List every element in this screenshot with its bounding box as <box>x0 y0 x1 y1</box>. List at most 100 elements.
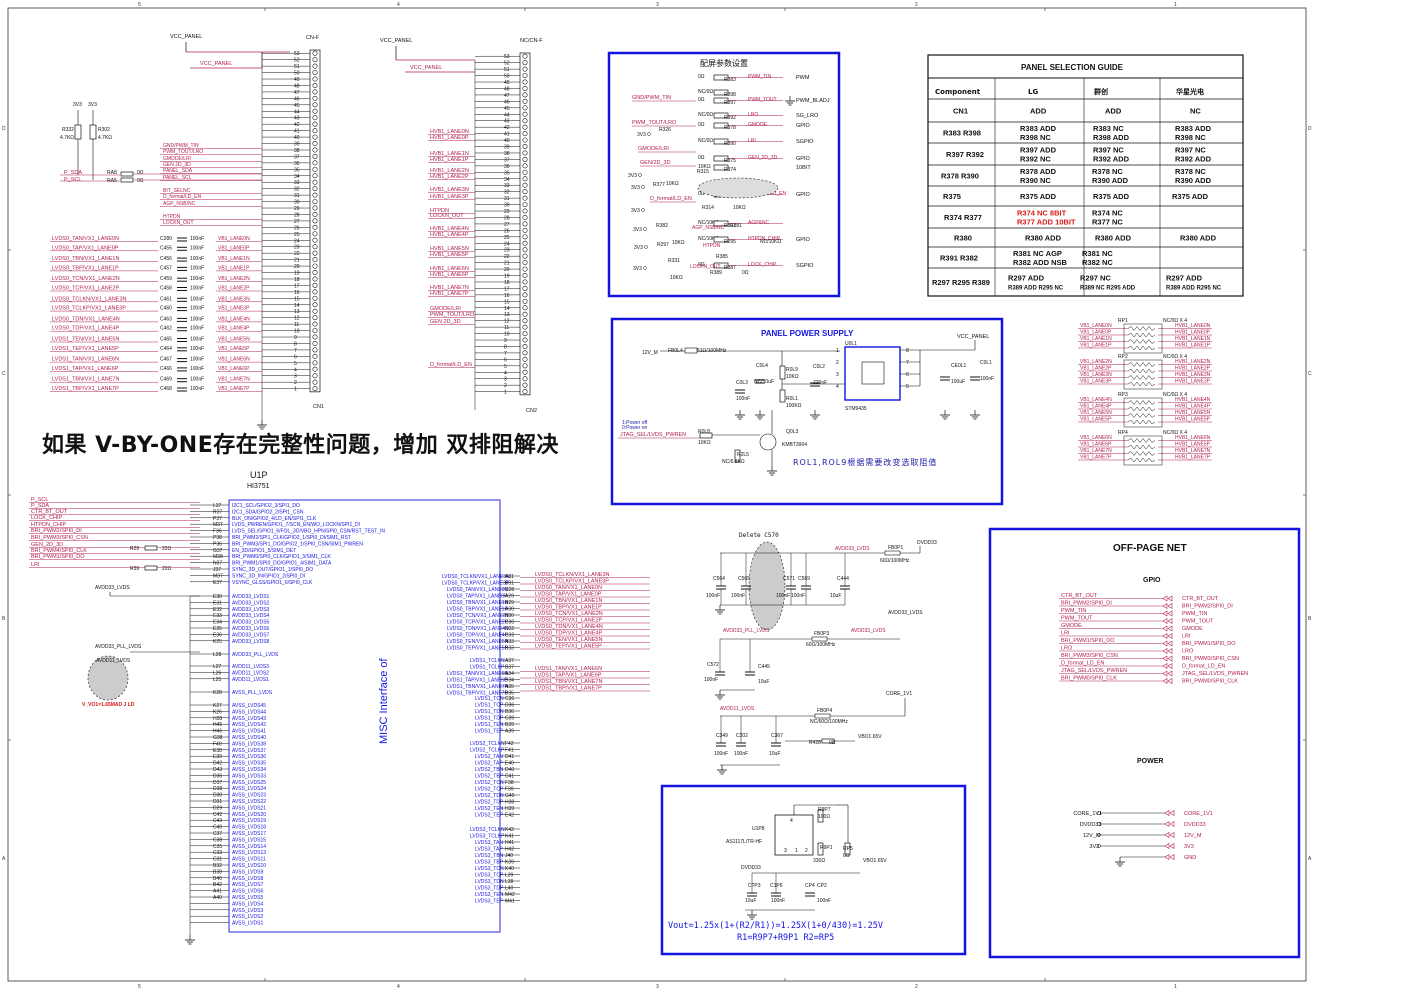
net-label: HVB1_LANE3N <box>1175 372 1211 378</box>
ic-side-title: MISC Interface of <box>378 657 390 744</box>
pin-label: AVDD33_LVDS7 <box>232 632 270 638</box>
ref: R374 <box>724 167 736 173</box>
pin-label: AVSS_LVDS8 <box>232 876 263 882</box>
pin-number: B38 <box>213 869 222 875</box>
net-label: VB1_LANE2P <box>1080 366 1112 372</box>
ref: C459 <box>160 276 172 282</box>
resistor-pack-body <box>1123 359 1163 390</box>
net-label: BRI_PWM3/SPI0_CSN <box>1061 653 1118 659</box>
frame-col-top: 1 <box>1174 2 1177 8</box>
guide-header: Component <box>935 88 981 96</box>
net-label: GND <box>1184 855 1196 861</box>
pin-number: C36 <box>505 696 514 702</box>
guide-cell: R382 NC <box>1082 258 1113 267</box>
guide-cell: R374 R377 <box>944 213 982 222</box>
net-label: HVB1_LANE3P <box>430 194 469 200</box>
resistor <box>844 842 851 856</box>
rp-value: NC/0Ω X 4 <box>1163 392 1187 398</box>
pin-number: 48 <box>504 86 510 92</box>
power-label: DVDD33 <box>1080 822 1102 828</box>
misc-label: AGP_NSB/NC <box>692 225 725 231</box>
offpage-connector-icon <box>1162 640 1173 647</box>
value: 220nF <box>813 380 827 386</box>
pin-number: 10 <box>504 332 510 338</box>
pin-number: 7 <box>504 351 507 357</box>
net-label: VB1_LANE2P <box>218 286 250 292</box>
net-label: VB1_LANE2N <box>1080 359 1112 365</box>
net-label: LVDS0_TAP/VX1_LANE0P <box>535 592 602 598</box>
pin-number: B35 <box>505 691 514 697</box>
pin-label: LVDS2_TCLKP <box>470 748 505 754</box>
guide-cell: R392 ADD <box>1093 155 1130 164</box>
offpage-connector-icon <box>1162 662 1173 670</box>
net-label: VB1_LANE0N <box>218 236 250 242</box>
pin-number: A35 <box>505 684 514 690</box>
pin-number: D32 <box>505 626 514 632</box>
pin-number: E39 <box>213 754 222 760</box>
net-label: LOCKN_OUT <box>430 213 464 219</box>
function-label: GPIO <box>796 237 810 243</box>
pin-number: 17 <box>504 286 510 292</box>
resistor-r332 <box>74 124 82 140</box>
ref: R9P7 <box>818 807 831 813</box>
misc-label: 10KΩ <box>666 181 679 187</box>
pin-number: 25 <box>504 235 510 241</box>
value: 100nF <box>190 337 204 343</box>
pin-number: C43 <box>213 818 222 824</box>
rp-ref: RP3 <box>1118 392 1128 398</box>
pin-number: 47 <box>504 93 510 99</box>
net-label: LVDS0_TCLKP/VX1_LANE3P <box>535 579 609 585</box>
power-label: AVDD33_LVDS <box>888 610 923 616</box>
pin-label: AVSS_LVDS6 <box>232 889 263 895</box>
net-label: BRI_PWM3/SPI0_CSN <box>31 535 88 541</box>
pin-number: L25 <box>213 677 222 683</box>
pin-number: 4 <box>294 367 297 373</box>
pin-number: 13 <box>504 312 510 318</box>
pin-number: M42 <box>505 892 515 898</box>
pin-contact <box>522 234 528 240</box>
net-label: HVB1_LANE7N <box>430 285 469 291</box>
net-label: BRI_PWM0/SPI0_CLK <box>1182 679 1238 685</box>
pin-contact <box>522 285 528 291</box>
pin-label: LVDS1_TEP <box>475 729 504 735</box>
pin-number: 1 <box>795 848 798 854</box>
net-label: AVDD33_LVDS <box>835 546 870 552</box>
net-label: VB1_LANE3P <box>1080 379 1112 385</box>
function-label: GPIO <box>796 192 810 198</box>
pin-label: AVSS_LVDS3 <box>232 908 263 914</box>
guide-cell: R383 ADD <box>1020 124 1057 133</box>
value: 100nF <box>190 366 204 372</box>
pin-label: AVSS_LVDS40 <box>232 735 266 741</box>
pin-label: AVSS_LVDS43 <box>232 716 266 722</box>
pin-number: B32 <box>213 863 222 869</box>
pin-contact <box>522 137 528 143</box>
pin-label: AVDD33_LVDS4 <box>232 613 270 619</box>
guide-cell: R383 ADD <box>1175 124 1212 133</box>
ref: C460 <box>160 306 172 312</box>
pin-label: SYNC_3D_OUT/GPIO1_1/SPI0_DO <box>232 567 313 573</box>
pin-contact <box>522 150 528 156</box>
pin-number: 3 <box>504 377 507 383</box>
net-label: D_format_LD_EN <box>1182 664 1225 670</box>
pin-contact <box>312 63 318 69</box>
net-label: GEN 2D_3D <box>430 319 461 325</box>
pin-number: 33 <box>294 180 300 186</box>
pin-label: LVDS0_TBN/VX1_LANE1N <box>447 600 509 606</box>
connector-body <box>519 52 531 396</box>
pin-number: B40 <box>213 876 222 882</box>
pin-number: 31 <box>504 196 510 202</box>
net-label: HTPDN_CHIP <box>31 522 66 528</box>
guide-cell: R380 ADD <box>1025 234 1062 243</box>
pin-label: AVDD33_LVDS3 <box>232 607 270 613</box>
ferrite-bead <box>684 347 698 354</box>
net-label: LVDS1_TBN/VX1_LANE7N <box>535 679 602 685</box>
vcc-label: VCC_PANEL <box>170 34 202 40</box>
guide-cell: R397 NC <box>1093 146 1124 155</box>
pin-number: E40 <box>505 761 514 767</box>
value: 0Ω <box>698 74 705 80</box>
pin-contact <box>312 89 318 95</box>
frame-col-top: 5 <box>138 2 141 8</box>
net-label: VB1_LANE1P <box>218 265 250 271</box>
pin-label: LVDS0_TDN/VX1_LANE4N <box>447 626 509 632</box>
